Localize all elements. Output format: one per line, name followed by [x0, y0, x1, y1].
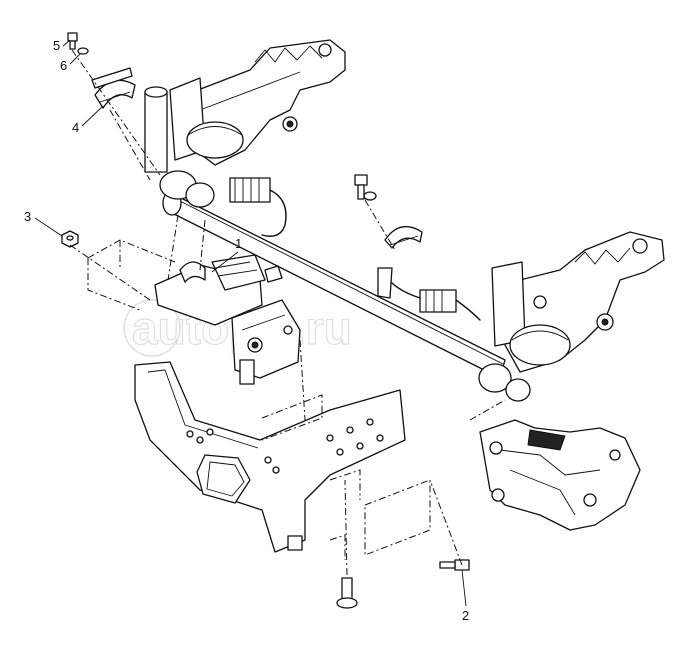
callout-6: 6 — [60, 53, 81, 73]
callout-5: 5 — [53, 38, 71, 53]
bracket-lower-right — [479, 419, 641, 531]
bolt-part-5 — [67, 32, 78, 50]
frame-member — [134, 361, 406, 553]
frame-rail-phantom — [87, 239, 431, 560]
washer-part-6 — [77, 47, 89, 55]
air-spring-right — [478, 261, 571, 402]
callout-1: 1 — [211, 236, 242, 273]
assembly-lines — [69, 49, 506, 576]
valve-harness — [229, 177, 481, 321]
clamp-right — [384, 225, 423, 249]
nut-part-3 — [61, 230, 79, 248]
callout-label-2: 2 — [462, 608, 469, 623]
callout-label-4: 4 — [72, 120, 79, 135]
clamp-part-4 — [91, 67, 136, 109]
callout-3: 3 — [24, 209, 63, 237]
callout-label-5: 5 — [53, 38, 60, 53]
bolt-part-2 — [439, 559, 470, 571]
callout-label-6: 6 — [60, 58, 67, 73]
callout-2: 2 — [461, 569, 469, 623]
callout-label-1: 1 — [235, 236, 242, 251]
bracket-part-1 — [154, 254, 301, 385]
air-spring-left — [144, 77, 244, 208]
callout-4: 4 — [72, 105, 104, 135]
bolt-right — [354, 174, 377, 201]
bolt-bottom — [336, 577, 358, 609]
callout-label-3: 3 — [24, 209, 31, 224]
